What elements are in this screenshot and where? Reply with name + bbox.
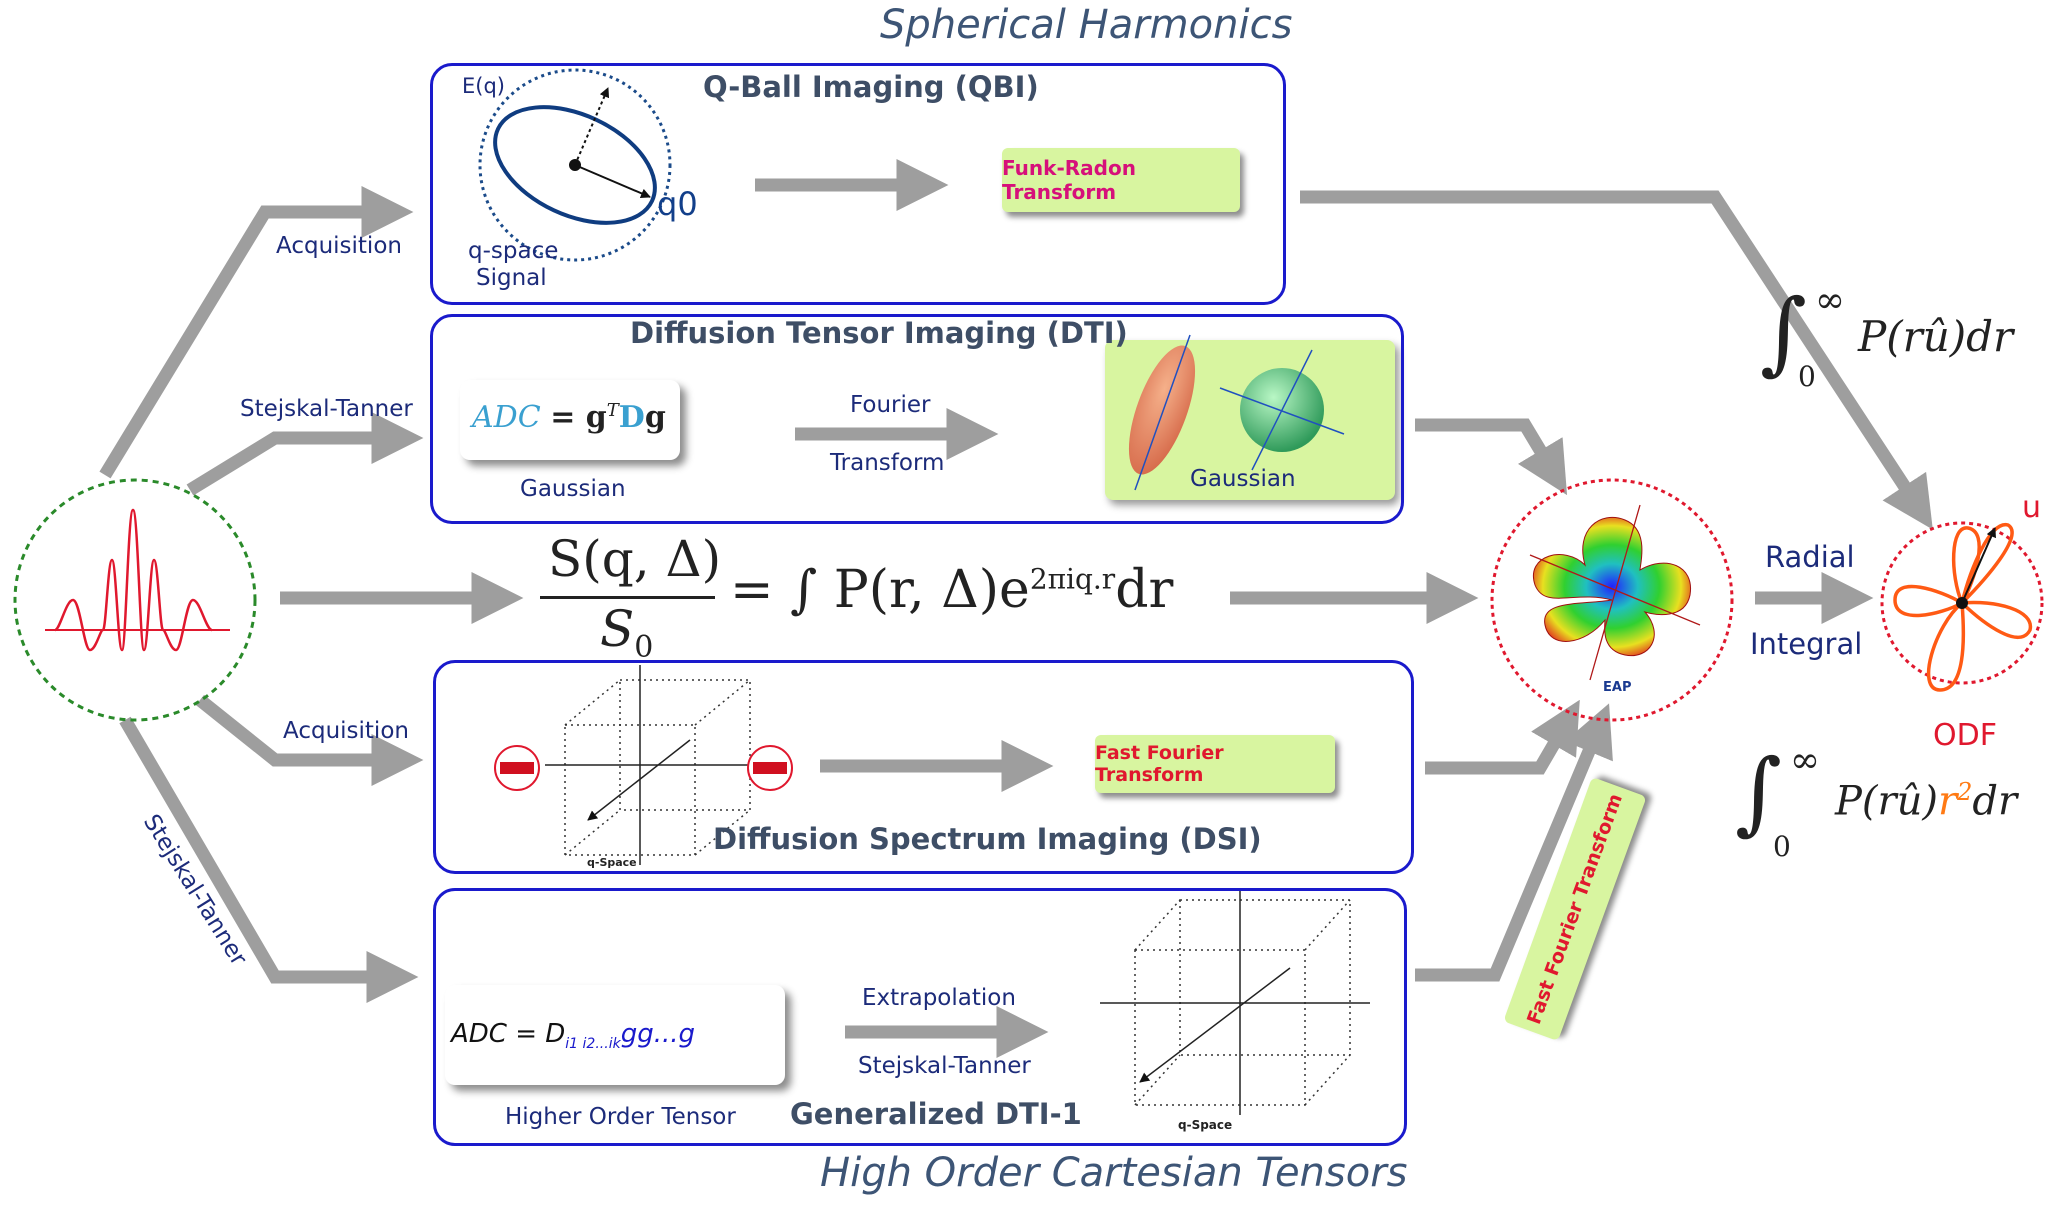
eq-rhs-end: dr — [1115, 560, 1174, 620]
dti-g: g — [644, 400, 666, 435]
dsi-fft-box: Fast Fourier Transform — [1095, 735, 1335, 793]
eq-numerator: S(q, Δ) — [548, 530, 722, 588]
integral-bottom-r: r — [1938, 778, 1958, 825]
odf-label: ODF — [1933, 718, 1997, 753]
integral-bottom-body-a: P(rû) — [1835, 778, 1939, 825]
integral-top-lower: 0 — [1798, 360, 1816, 393]
eq-rhs-sup: 2πiq.r — [1029, 562, 1116, 596]
gdti-label: Higher Order Tensor — [505, 1104, 736, 1130]
dti-sup-t: T — [606, 400, 619, 421]
dsi-axis-label: q-Space — [587, 856, 637, 869]
q0-label: q0 — [657, 185, 698, 223]
dsi-title: Diffusion Spectrum Imaging (DSI) — [713, 822, 1262, 856]
eq-label: E(q) — [462, 74, 505, 98]
dti-transform-label: Transform — [830, 450, 945, 476]
u-label: u — [2022, 490, 2042, 525]
signal-waveform — [54, 508, 213, 652]
panel-dti — [430, 314, 1404, 524]
integral-bottom-r-sup: 2 — [1957, 778, 1973, 806]
integral-bottom-upper: ∞ — [1790, 740, 1820, 781]
gdti-formula-card: ADC = Di1 i2...ikgg...g — [445, 985, 785, 1085]
gdti-formula-main: ADC = D — [451, 1019, 566, 1049]
qspace-label: q-space — [468, 238, 559, 264]
dti-title: Diffusion Tensor Imaging (DTI) — [630, 316, 1128, 350]
eq-rhs-main: = ∫ P(r, Δ)e — [730, 560, 1030, 620]
qbi-title: Q-Ball Imaging (QBI) — [703, 70, 1039, 104]
eq-denominator: S0 — [600, 600, 653, 665]
eq-den-s: S — [600, 600, 635, 658]
dti-fourier-label: Fourier — [850, 392, 931, 418]
gdti-formula: ADC = Di1 i2...ikgg...g — [451, 1019, 695, 1052]
gdti-title: Generalized DTI-1 — [790, 1097, 1082, 1131]
arrow-dsi-eap — [1425, 699, 1580, 775]
eap-circle — [1490, 478, 1734, 722]
arrow-acquisition-bottom — [195, 694, 424, 786]
gdti-extrapolation-label: Extrapolation — [862, 985, 1016, 1011]
odf-circle — [1880, 521, 2044, 685]
eq-den-sub: 0 — [634, 630, 654, 665]
signal-label: Signal — [476, 265, 547, 291]
eq-rhs: = ∫ P(r, Δ)e2πiq.rdr — [730, 560, 1173, 620]
eq-fraction-bar — [540, 596, 715, 599]
panel-qbi — [430, 63, 1286, 305]
integral-top-body: P(rû)dr — [1858, 312, 2014, 361]
integral-top-sign: ∫ — [1760, 280, 1807, 385]
tensor-ellipsoid — [1128, 345, 1196, 475]
gdti-axis-label: q-Space — [1178, 1118, 1233, 1132]
integral-top: ∫ ∞ 0 P(rû)dr — [1760, 280, 2060, 400]
gdti-formula-gk: ...g — [653, 1019, 696, 1049]
integral-bottom-sign: ∫ — [1735, 740, 1782, 845]
minus-icon-left — [494, 745, 540, 791]
heading-spherical-harmonics: Spherical Harmonics — [880, 2, 1293, 48]
integral-bottom-body: P(rû)r2dr — [1835, 778, 2017, 824]
heading-cartesian-tensors: High Order Cartesian Tensors — [820, 1150, 1408, 1196]
gdti-cube — [1134, 899, 1351, 1106]
arrow-qbi-odf — [1300, 190, 1933, 530]
integral-top-upper: ∞ — [1815, 280, 1845, 321]
dsi-fft-label: Fast Fourier Transform — [1095, 742, 1224, 786]
arrow-acquisition-top — [99, 186, 414, 479]
radial-label: Radial — [1765, 540, 1855, 574]
gdti-formula-sub: i1 i2...ik — [565, 1036, 621, 1053]
integral-bottom: ∫ ∞ 0 P(rû)r2dr — [1735, 740, 2055, 870]
gdti-formula-g1: g — [620, 1019, 638, 1049]
arrow-stejskal-top — [186, 412, 424, 496]
dti-image-gaussian-label: Gaussian — [1190, 466, 1296, 492]
stejskal-top-label: Stejskal-Tanner — [240, 396, 413, 422]
dsi-cube — [564, 679, 751, 856]
minus-icon-right — [747, 745, 793, 791]
funk-radon-box: Funk-Radon Transform — [1002, 148, 1240, 212]
acquisition-top-label: Acquisition — [276, 233, 402, 259]
dti-adc: ADC — [472, 400, 541, 435]
dti-eq-g: = g — [550, 400, 607, 435]
gdti-formula-g2: g — [637, 1019, 654, 1049]
integral-bottom-body-b: dr — [1972, 778, 2018, 825]
signal-ellipse — [493, 105, 657, 225]
acquisition-bottom-label: Acquisition — [283, 718, 409, 744]
integral-label: Integral — [1750, 627, 1863, 661]
arrow-stejskal-bottom — [119, 716, 419, 1003]
funk-radon-label: Funk-Radon Transform — [1002, 156, 1136, 204]
eap-glyph — [1532, 516, 1691, 657]
arrow-gdti-eap — [1415, 703, 1613, 982]
panel-dsi — [433, 660, 1414, 874]
arrow-dti-eap — [1415, 418, 1568, 496]
signal-equation: S(q, Δ) S0 = ∫ P(r, Δ)e2πiq.rdr — [540, 530, 1240, 665]
panel-gdti — [433, 888, 1407, 1146]
eap-label: EAP — [1603, 680, 1632, 695]
qspace-circle — [478, 68, 672, 262]
dti-gaussian-label: Gaussian — [520, 476, 626, 502]
signal-circle — [13, 478, 257, 722]
dti-formula-card: ADC = gTDg — [460, 380, 680, 460]
gdti-stejskal-label: Stejskal-Tanner — [858, 1053, 1031, 1079]
integral-bottom-lower: 0 — [1773, 830, 1791, 863]
dti-d: D — [618, 400, 645, 435]
